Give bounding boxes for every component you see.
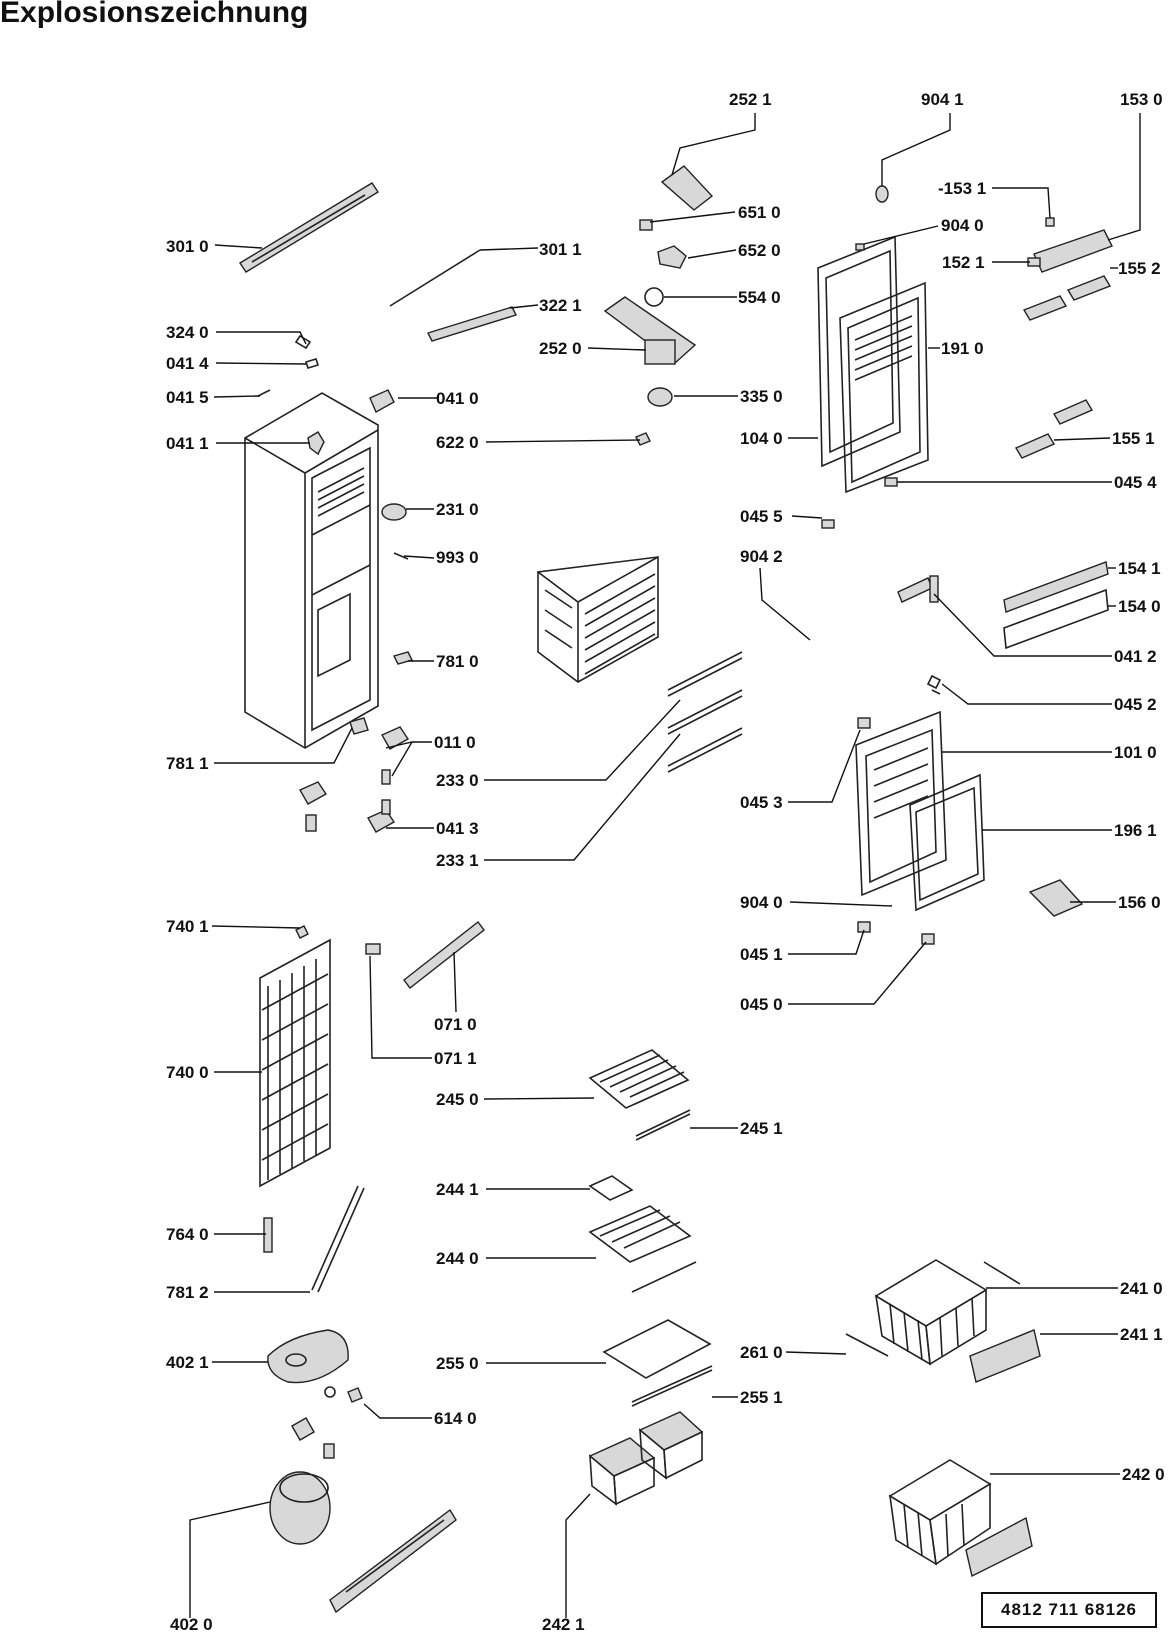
- label-622-0: 622 0: [436, 433, 479, 452]
- label-252-1: 252 1: [729, 90, 772, 109]
- label-255-0: 255 0: [436, 1354, 479, 1373]
- label-041-4: 041 4: [166, 354, 209, 373]
- label-301-0: 301 0: [166, 237, 209, 256]
- compressor: [269, 1471, 457, 1614]
- label-740-0: 740 0: [166, 1063, 209, 1082]
- label-156-0: 156 0: [1118, 893, 1161, 912]
- label-652-0: 652 0: [738, 241, 781, 260]
- part-number-labels: 252 1 904 1 153 0 301 0 651 0 904 0 -153…: [166, 90, 1165, 1632]
- label-154-1: 154 1: [1118, 559, 1161, 578]
- label-335-0: 335 0: [740, 387, 783, 406]
- condenser: [259, 938, 331, 1188]
- label-104-0: 104 0: [740, 429, 783, 448]
- label-904-2: 904 2: [740, 547, 783, 566]
- label-041-2: 041 2: [1114, 647, 1157, 666]
- label-045-4: 045 4: [1114, 473, 1157, 492]
- label-242-0: 242 0: [1122, 1465, 1165, 1484]
- label-261-0: 261 0: [740, 1343, 783, 1362]
- label-252-0: 252 0: [539, 339, 582, 358]
- label-071-0: 071 0: [434, 1015, 477, 1034]
- drip-tray: [267, 1329, 349, 1384]
- label-781-0: 781 0: [436, 652, 479, 671]
- label-402-1: 402 1: [166, 1353, 209, 1372]
- label-041-0: 041 0: [436, 389, 479, 408]
- lower-door: [855, 710, 985, 912]
- label-045-2: 045 2: [1114, 695, 1157, 714]
- label-764-0: 764 0: [166, 1225, 209, 1244]
- label-651-0: 651 0: [738, 203, 781, 222]
- label-011-0: 011 0: [434, 733, 476, 752]
- label-255-1: 255 1: [740, 1388, 783, 1407]
- label-740-1: 740 1: [166, 917, 209, 936]
- label-191-0: 191 0: [941, 339, 984, 358]
- label-993-0: 993 0: [436, 548, 479, 567]
- label-152-1: 152 1: [942, 253, 985, 272]
- label-155-2: 155 2: [1118, 259, 1161, 278]
- label-041-5: 041 5: [166, 388, 209, 407]
- label-154-0: 154 0: [1118, 597, 1161, 616]
- rail-part: [389, 249, 481, 307]
- label-301-1: 301 1: [539, 240, 582, 259]
- label-904-0-upper: 904 0: [941, 216, 984, 235]
- label-101-0: 101 0: [1114, 743, 1157, 762]
- label-233-0: 233 0: [436, 771, 479, 790]
- label-241-0: 241 0: [1120, 1279, 1163, 1298]
- label-402-0: 402 0: [170, 1615, 213, 1632]
- label-781-1: 781 1: [166, 754, 209, 773]
- label-904-0-lower: 904 0: [740, 893, 783, 912]
- label-045-5: 045 5: [740, 507, 783, 526]
- label-904-1: 904 1: [921, 90, 964, 109]
- freezer-basket-lower: [888, 1459, 992, 1566]
- label-041-3: 041 3: [436, 819, 479, 838]
- label-781-2: 781 2: [166, 1283, 209, 1302]
- evaporator: [537, 556, 659, 683]
- label-324-0: 324 0: [166, 323, 209, 342]
- label-041-1: 041 1: [166, 434, 209, 453]
- cabinet-body: [244, 392, 379, 749]
- label-614-0: 614 0: [434, 1409, 477, 1428]
- label-244-1: 244 1: [436, 1180, 479, 1199]
- label-242-1: 242 1: [542, 1615, 585, 1632]
- label-245-0: 245 0: [436, 1090, 479, 1109]
- glass-shelf: [602, 1319, 712, 1379]
- label-153-1: -153 1: [938, 179, 986, 198]
- label-155-1: 155 1: [1112, 429, 1155, 448]
- freezer-basket-upper: [874, 1259, 988, 1366]
- page-title: Explosionszeichnung: [0, 0, 309, 29]
- label-071-1: 071 1: [434, 1049, 477, 1068]
- label-245-1: 245 1: [740, 1119, 783, 1138]
- label-196-1: 196 1: [1114, 821, 1157, 840]
- parts-artwork: [239, 165, 1113, 1614]
- label-045-3: 045 3: [740, 793, 783, 812]
- document-number: 4812 711 68126: [981, 1592, 1157, 1628]
- upper-door: [817, 235, 929, 494]
- label-244-0: 244 0: [436, 1249, 479, 1268]
- thermostat-cover: [660, 165, 714, 211]
- label-322-1: 322 1: [539, 296, 582, 315]
- crisper-drawers: [588, 1411, 704, 1506]
- label-233-1: 233 1: [436, 851, 479, 870]
- dairy-compartment: [1033, 229, 1113, 273]
- leader-lines: [189, 113, 1141, 1618]
- wire-shelf: [588, 1049, 690, 1109]
- label-554-0: 554 0: [738, 288, 781, 307]
- label-045-1: 045 1: [740, 945, 783, 964]
- label-045-0: 045 0: [740, 995, 783, 1014]
- label-153-0: 153 0: [1120, 90, 1163, 109]
- label-241-1: 241 1: [1120, 1325, 1163, 1344]
- label-231-0: 231 0: [436, 500, 479, 519]
